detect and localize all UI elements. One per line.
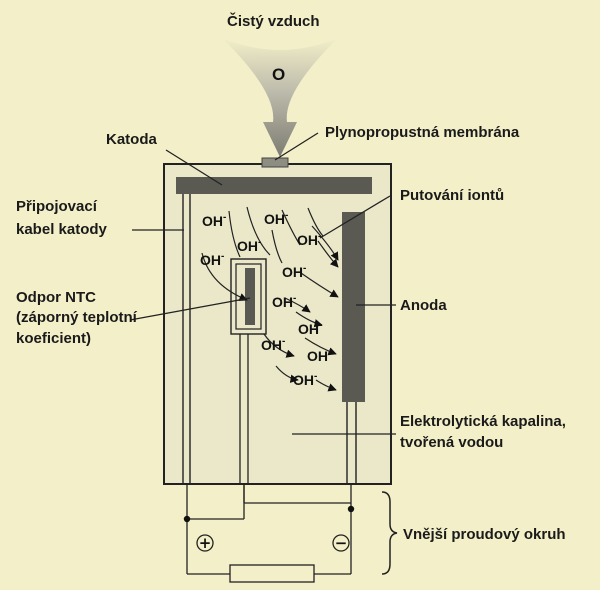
ntc-resistor-housing (235, 263, 262, 330)
cable-label-line1: Připojovací (16, 198, 98, 215)
electrolyte-label-line1: Elektrolytická kapalina, (400, 413, 566, 430)
electrolyte-label-line2: tvořená vodou (400, 434, 503, 451)
membrane-label: Plynopropustná membrána (325, 124, 520, 141)
ion-label: OH- (293, 371, 317, 388)
cathode-electrode (176, 177, 372, 194)
membrane (261, 157, 289, 168)
minus-terminal (332, 534, 350, 552)
ion-label: OH- (297, 231, 321, 248)
ion-label: OH- (237, 237, 261, 254)
ion-label: OH- (282, 263, 306, 280)
air-label: Čistý vzduch (227, 12, 320, 30)
oxygen-symbol: O (272, 65, 285, 84)
plus-sign: + (199, 534, 212, 552)
minus-sign: − (335, 534, 348, 552)
leader-lines (129, 132, 396, 435)
external-circuit (186, 484, 352, 583)
cable-label-line2: kabel katody (16, 221, 108, 238)
ion-label: OH- (272, 293, 296, 310)
air-arrow (222, 38, 338, 157)
plus-terminal (196, 534, 214, 552)
ion-labels: OH- OH- OH- OH- OH- OH- OH- OH- OH- OH- … (200, 210, 331, 388)
junction-dot (347, 505, 355, 513)
anode-label: Anoda (400, 297, 447, 314)
ion-label: OH- (307, 347, 331, 364)
ion-label: OH- (200, 251, 224, 268)
circuit-brace (381, 491, 398, 575)
ion-label: OH- (202, 212, 226, 229)
ntc-label-line2: (záporný teplotní (16, 309, 138, 326)
circuit-label: Vnější proudový okruh (403, 526, 566, 543)
ion-label: OH- (264, 210, 288, 227)
ion-travel-label: Putování iontů (400, 187, 504, 204)
ntc-resistor-element (245, 268, 255, 325)
cathode-label: Katoda (106, 131, 157, 148)
junction-dot (183, 515, 191, 523)
ntc-label-line3: koeficient) (16, 330, 91, 347)
ion-label: OH- (261, 336, 285, 353)
ntc-label-line1: Odpor NTC (16, 289, 96, 306)
ion-paths (201, 206, 339, 392)
anode-electrode (342, 212, 365, 402)
ion-label: OH- (298, 320, 322, 337)
